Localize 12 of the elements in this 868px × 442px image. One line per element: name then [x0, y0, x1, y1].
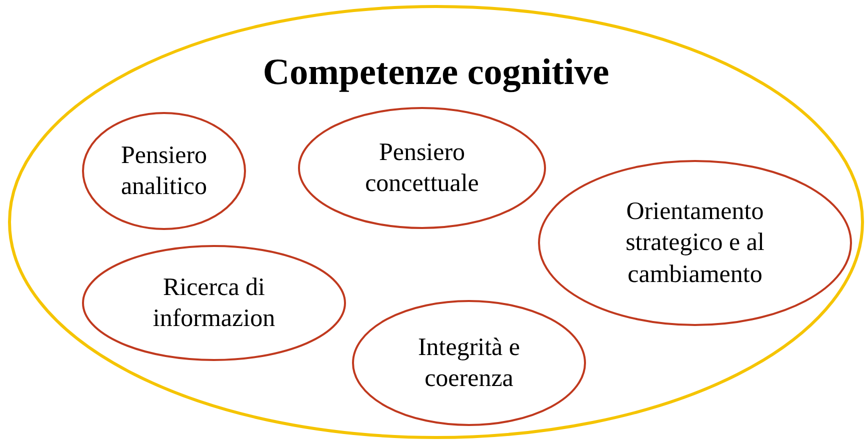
- diagram-heading: Competenze cognitive: [262, 51, 610, 95]
- competency-label: Integrità e coerenza: [416, 332, 521, 394]
- competency-label: Orientamento strategico e al cambiamento: [624, 197, 766, 290]
- group-ellipse: [8, 5, 864, 439]
- competency-ellipse: [82, 112, 246, 230]
- competency-label: Pensiero concettuale: [364, 138, 480, 199]
- competency-label: Ricerca di informazion: [152, 272, 276, 334]
- competency-label: Pensiero analitico: [120, 140, 208, 202]
- competency-ellipse: [82, 245, 346, 361]
- competency-ellipse: [298, 107, 546, 229]
- competency-ellipse: [538, 160, 852, 326]
- competency-ellipse: [352, 300, 586, 426]
